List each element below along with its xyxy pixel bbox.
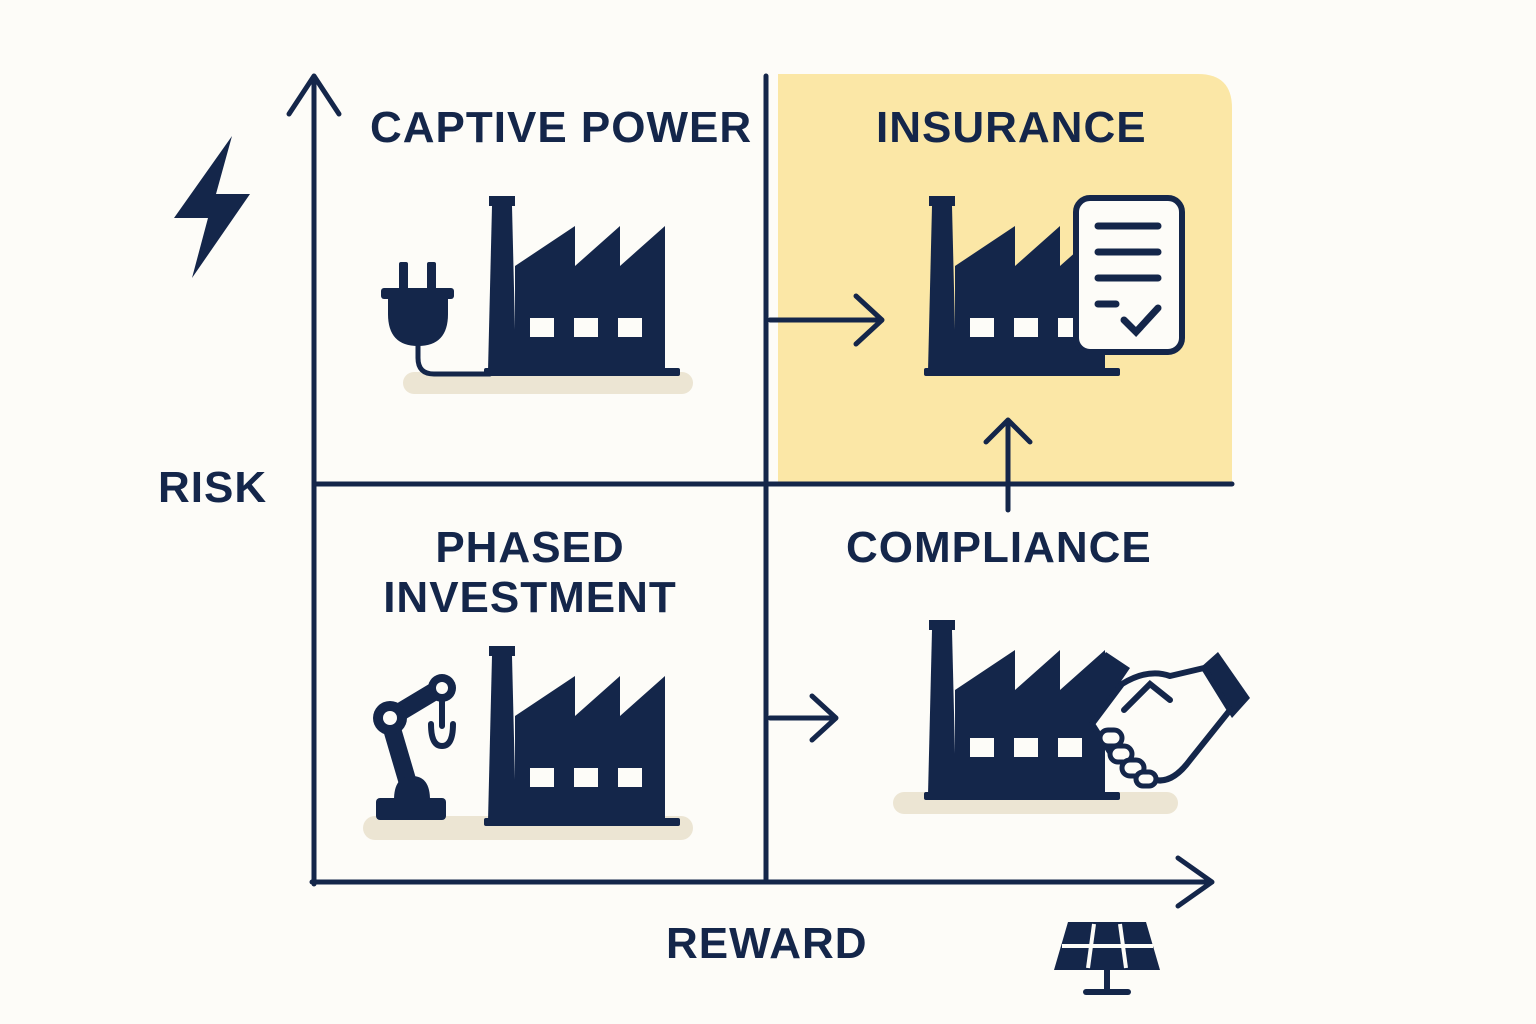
robot-arm-icon [373, 674, 456, 820]
arrow-phased-to-compliance [767, 693, 839, 743]
quadrant-title-compliance: COMPLIANCE [846, 523, 1152, 572]
quadrant-title-insurance: INSURANCE [876, 103, 1147, 152]
x-axis-label: REWARD [666, 919, 868, 968]
quadrant-title-captive-power: CAPTIVE POWER [370, 103, 753, 152]
x-axis [309, 855, 1215, 909]
factory-icon-captive [484, 196, 680, 376]
y-axis-label: RISK [158, 463, 268, 512]
arrow-compliance-to-insurance [983, 417, 1033, 513]
factory-icon-phased [484, 646, 680, 826]
quadrant-title-phased-line2: INVESTMENT [383, 573, 677, 622]
arrow-captive-to-insurance [767, 293, 885, 347]
lightning-icon [174, 136, 250, 278]
handshake-icon [1066, 652, 1250, 789]
quadrant-title-phased-line1: PHASED [435, 523, 625, 572]
policy-document-icon [1073, 195, 1185, 355]
plug-icon [381, 262, 493, 377]
y-axis [286, 73, 342, 887]
solar-panel-icon [1054, 922, 1160, 995]
